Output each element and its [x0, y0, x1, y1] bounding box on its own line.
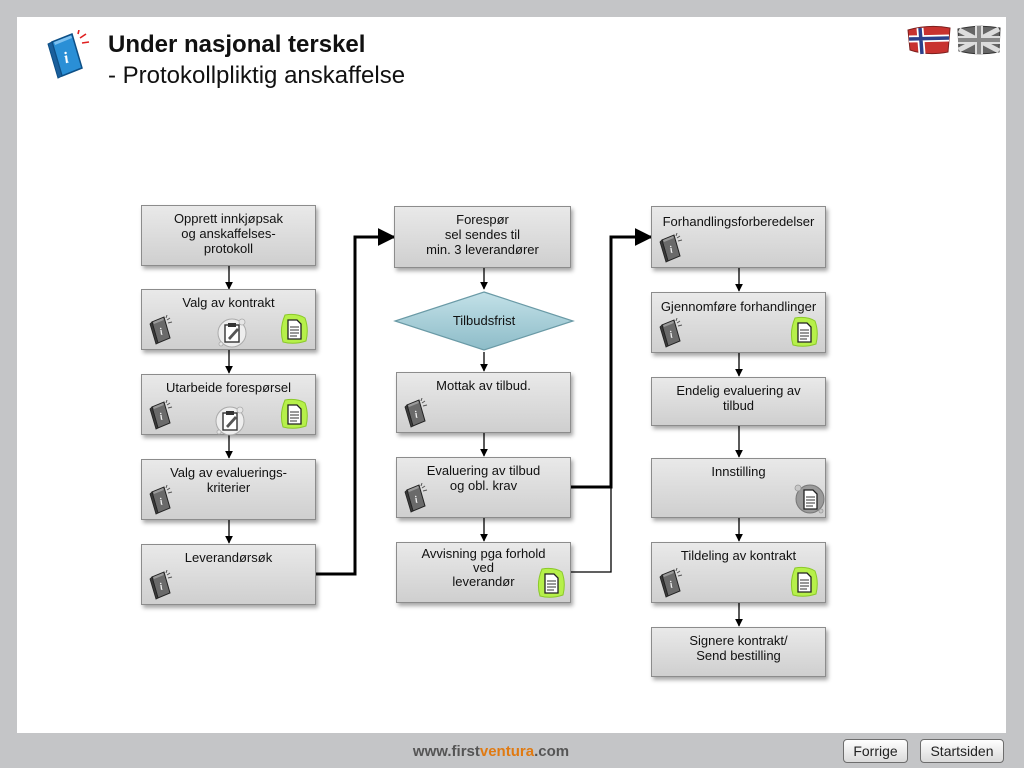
- step-label: Gjennomføre forhandlinger: [660, 299, 817, 314]
- step-signere-kontrakt[interactable]: Signere kontrakt/ Send bestilling: [651, 627, 826, 677]
- svg-text:i: i: [62, 49, 72, 67]
- decision-tilbudsfrist[interactable]: [393, 290, 575, 352]
- document-icon[interactable]: [279, 398, 309, 430]
- step-label: Evaluering av tilbud: [426, 463, 541, 478]
- step-label: min. 3 leverandører: [426, 242, 539, 257]
- info-book-icon[interactable]: [658, 568, 684, 598]
- home-button[interactable]: Startsiden: [920, 739, 1004, 763]
- step-valg-av-kontrakt[interactable]: Valg av kontrakt: [141, 289, 316, 350]
- step-label: Endelig evaluering av: [676, 383, 801, 398]
- url-prefix: www.first: [412, 743, 480, 760]
- step-innstilling[interactable]: Innstilling: [651, 458, 826, 518]
- step-avvisning[interactable]: Avvisning pga forhold ved leverandør: [396, 542, 571, 603]
- step-label: tilbud: [722, 398, 755, 413]
- document-icon[interactable]: [789, 566, 819, 598]
- document-icon[interactable]: [279, 313, 309, 345]
- step-label: Utarbeide forespørsel: [166, 380, 291, 395]
- step-label: Forhandlingsforberedelser: [662, 214, 815, 229]
- document-icon[interactable]: [789, 316, 819, 348]
- step-label: Leverandørsøk: [184, 550, 273, 565]
- document-icon[interactable]: [536, 567, 566, 599]
- step-label: og anskaffelses-: [181, 226, 276, 241]
- info-book-icon[interactable]: [148, 400, 174, 430]
- step-tildeling-av-kontrakt[interactable]: Tildeling av kontrakt: [651, 542, 826, 603]
- step-endelig-evaluering[interactable]: Endelig evaluering av tilbud: [651, 377, 826, 426]
- info-book-icon[interactable]: [658, 318, 684, 348]
- step-mottak-av-tilbud[interactable]: Mottak av tilbud.: [396, 372, 571, 433]
- url-suffix: .com: [534, 743, 570, 760]
- step-label: sel sendes til: [444, 227, 521, 242]
- document-icon[interactable]: [793, 481, 825, 515]
- step-label: Valg av evaluerings-: [170, 465, 287, 480]
- step-forhandlingsforberedelser[interactable]: Forhandlingsforberedelser: [651, 206, 826, 268]
- step-label: Signere kontrakt/: [689, 633, 788, 648]
- page-title: Under nasjonal terskel: [108, 31, 366, 58]
- clipboard-edit-icon[interactable]: [215, 316, 249, 348]
- back-button[interactable]: Forrige: [843, 739, 908, 763]
- step-label: Mottak av tilbud.: [436, 378, 531, 393]
- info-book-icon[interactable]: [403, 483, 429, 513]
- info-book-icon: i: [47, 30, 90, 79]
- step-label: Tildeling av kontrakt: [680, 548, 797, 563]
- step-label: Opprett innkjøpsak: [173, 211, 284, 226]
- step-valg-av-evalueringskriterier[interactable]: Valg av evaluerings- kriterier: [141, 459, 316, 520]
- step-label: leverandør: [452, 574, 515, 589]
- step-label: Valg av kontrakt: [182, 295, 275, 310]
- page-subtitle: - Protokollpliktig anskaffelse: [108, 62, 406, 89]
- info-book-icon[interactable]: [148, 570, 174, 600]
- step-label: Avvisning pga forhold: [421, 546, 546, 561]
- step-gjennomfore-forhandlinger[interactable]: Gjennomføre forhandlinger: [651, 292, 826, 353]
- step-label: Forespør: [456, 212, 509, 227]
- url-brand: ventura: [479, 743, 535, 760]
- step-label: ved: [473, 560, 494, 575]
- step-label: kriterier: [206, 480, 251, 495]
- step-utarbeide-foresporsel[interactable]: Utarbeide forespørsel: [141, 374, 316, 435]
- step-opprett-innkjopsak[interactable]: Opprett innkjøpsak og anskaffelses- prot…: [141, 205, 316, 266]
- footer-url[interactable]: www.firstventura.com: [0, 743, 982, 760]
- step-label: Send bestilling: [696, 648, 781, 663]
- step-label: Innstilling: [711, 464, 766, 479]
- step-evaluering-av-tilbud[interactable]: Evaluering av tilbud og obl. krav: [396, 457, 571, 518]
- uk-flag-icon[interactable]: [955, 22, 1003, 58]
- step-leverandorsok[interactable]: Leverandørsøk: [141, 544, 316, 605]
- norwegian-flag-icon[interactable]: [905, 22, 953, 58]
- info-book-icon[interactable]: [148, 315, 174, 345]
- step-label: og obl. krav: [449, 478, 518, 493]
- step-label: protokoll: [203, 241, 254, 256]
- step-foresporsel-sendes[interactable]: Forespør sel sendes til min. 3 leverandø…: [394, 206, 571, 268]
- clipboard-edit-icon[interactable]: [213, 404, 247, 436]
- info-book-icon[interactable]: [148, 485, 174, 515]
- info-book-icon[interactable]: [658, 233, 684, 263]
- info-book-icon[interactable]: [403, 398, 429, 428]
